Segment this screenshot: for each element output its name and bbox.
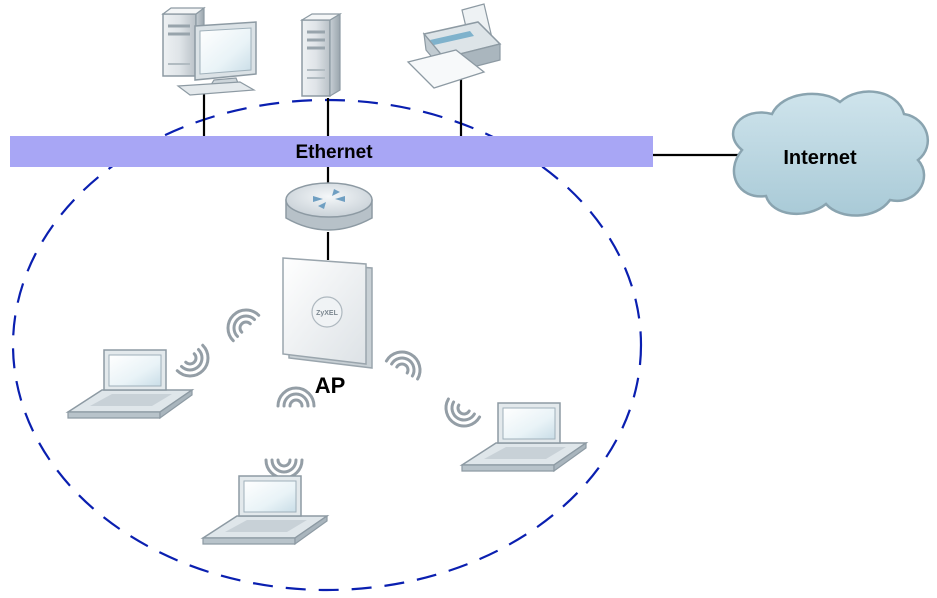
router-icon [285,182,373,231]
connection-lines [202,72,744,260]
laptop-icon [67,349,193,419]
internet-label: Internet [783,147,857,169]
internet-cloud [731,90,929,217]
laptop-icon [461,402,587,472]
access-point-device: ZyXEL [282,257,373,369]
desktop-pc-icon [161,6,257,96]
server-tower-icon [299,12,343,98]
ap-label: AP [315,373,346,398]
ethernet-bar [10,136,653,167]
laptop-icon [202,475,328,545]
printer-icon [406,3,502,89]
ap-brand-logo: ZyXEL [316,310,339,317]
ap-logo-badge [311,296,343,328]
ethernet-label: Ethernet [295,142,373,163]
